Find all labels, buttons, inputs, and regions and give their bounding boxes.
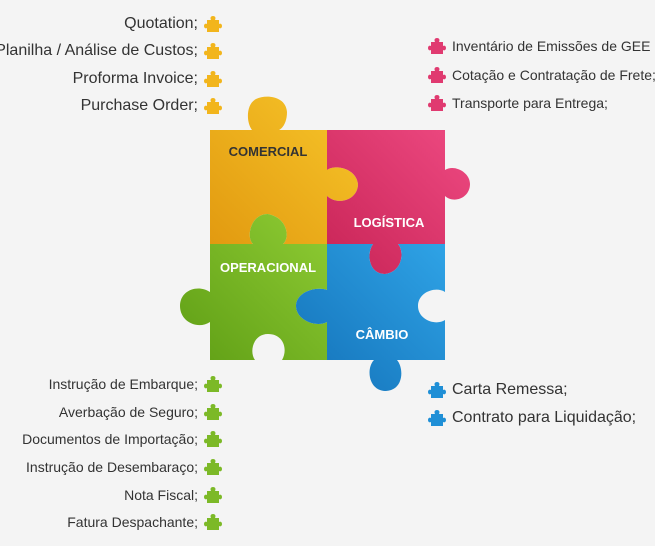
puzzle-piece-icon: [428, 409, 446, 427]
list-item-label: Transporte para Entrega;: [452, 95, 608, 112]
list-item: Planilha / Análise de Custos;: [0, 38, 222, 66]
puzzle-piece-icon: [428, 37, 446, 55]
list-item-label: Instrução de Desembaraço;: [26, 458, 198, 475]
list-item: Fatura Despachante;: [0, 508, 222, 536]
list-item: Instrução de Embarque;: [0, 370, 222, 398]
puzzle-piece-icon: [204, 15, 222, 33]
list-item: Averbação de Seguro;: [0, 398, 222, 426]
list-item-label: Planilha / Análise de Custos;: [0, 42, 198, 60]
list-item: Cotação e Contratação de Frete;: [428, 61, 655, 90]
logistica-list: Inventário de Emissões de GEE Cotação e …: [428, 32, 655, 118]
list-item: Contrato para Liquidação;: [428, 404, 636, 432]
puzzle-piece-icon: [204, 513, 222, 531]
piece-operacional: [180, 214, 327, 360]
list-item-label: Instrução de Embarque;: [48, 375, 198, 392]
list-item-label: Inventário de Emissões de GEE: [452, 38, 651, 55]
puzzle-piece-icon: [204, 403, 222, 421]
list-item-label: Averbação de Seguro;: [58, 403, 198, 420]
list-item: Instrução de Desembaraço;: [0, 453, 222, 481]
list-item-label: Cotação e Contratação de Frete;: [452, 66, 655, 83]
list-item: Transporte para Entrega;: [428, 89, 655, 118]
puzzle-piece-icon: [204, 42, 222, 60]
list-item-label: Fatura Despachante;: [67, 514, 198, 531]
puzzle-piece-icon: [204, 430, 222, 448]
label-logistica: LOGÍSTICA: [354, 215, 425, 230]
operacional-list: Instrução de Embarque; Averbação de Segu…: [0, 370, 222, 536]
puzzle-piece-icon: [428, 66, 446, 84]
puzzle-piece-icon: [204, 97, 222, 115]
puzzle-piece-icon: [428, 381, 446, 399]
list-item: Purchase Order;: [0, 93, 222, 121]
list-item: Nota Fiscal;: [0, 481, 222, 509]
piece-cambio: [296, 244, 445, 391]
puzzle-piece-icon: [204, 375, 222, 393]
list-item: Proforma Invoice;: [0, 65, 222, 93]
list-item: Quotation;: [0, 10, 222, 38]
list-item-label: Nota Fiscal;: [124, 486, 198, 503]
label-comercial: COMERCIAL: [229, 144, 308, 159]
list-item: Inventário de Emissões de GEE: [428, 32, 655, 61]
list-item-label: Quotation;: [124, 14, 198, 32]
cambio-list: Carta Remessa; Contrato para Liquidação;: [428, 376, 636, 432]
puzzle-piece-icon: [204, 486, 222, 504]
list-item-label: Documentos de Importação;: [22, 431, 198, 448]
puzzle-piece-icon: [428, 94, 446, 112]
list-item: Documentos de Importação;: [0, 425, 222, 453]
puzzle-piece-icon: [204, 70, 222, 88]
list-item-label: Carta Remessa;: [452, 381, 568, 398]
label-operacional: OPERACIONAL: [220, 260, 316, 275]
piece-logistica: [327, 130, 470, 274]
label-cambio: CÂMBIO: [356, 327, 409, 342]
puzzle-piece-icon: [204, 458, 222, 476]
list-item-label: Contrato para Liquidação;: [452, 409, 637, 426]
list-item-label: Proforma Invoice;: [72, 69, 198, 87]
piece-comercial: [210, 96, 358, 244]
list-item-label: Purchase Order;: [80, 97, 198, 115]
comercial-list: Quotation; Planilha / Análise de Custos;…: [0, 10, 222, 120]
list-item: Carta Remessa;: [428, 376, 636, 404]
